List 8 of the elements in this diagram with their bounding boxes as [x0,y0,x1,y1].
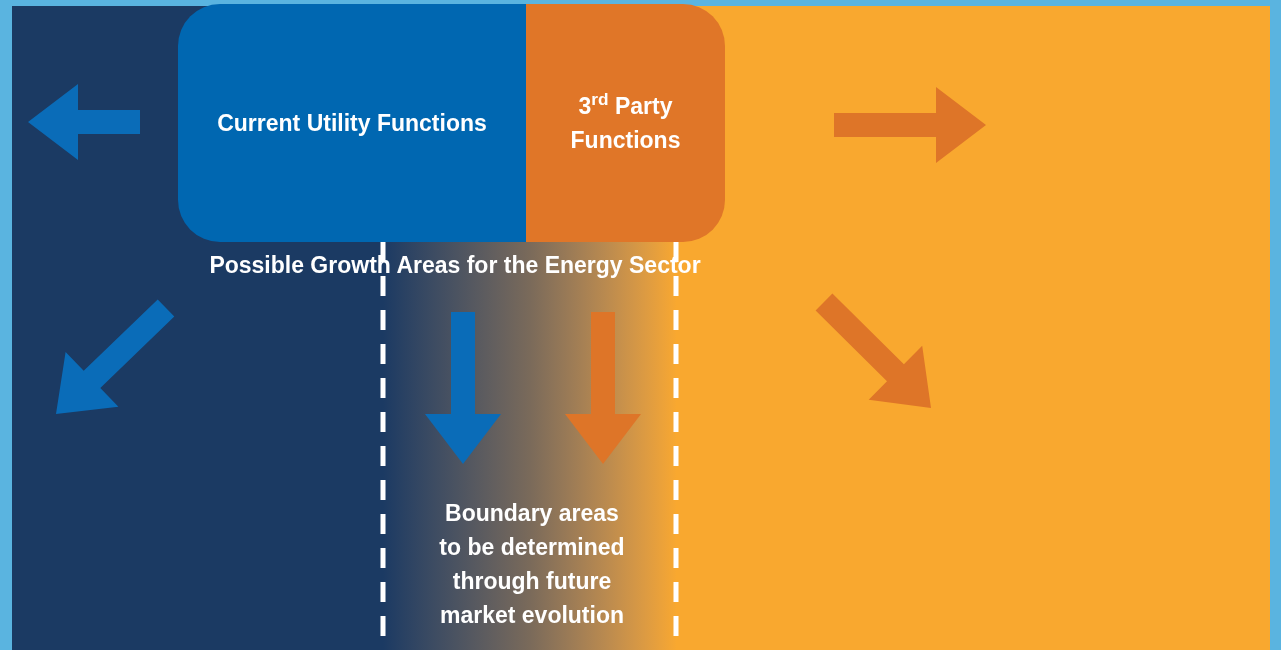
box-label: Current Utility Functions [217,108,487,138]
function-box [178,4,526,242]
arrow [425,312,501,464]
function-box [526,4,725,242]
text-label: Possible Growth Areas for the Energy Sector [209,250,701,280]
box-label: 3$^{rd}$ Party Functions [569,89,682,155]
arrow [565,312,641,464]
text-label: Boundary areas to be determined through future market evolution [438,499,626,630]
